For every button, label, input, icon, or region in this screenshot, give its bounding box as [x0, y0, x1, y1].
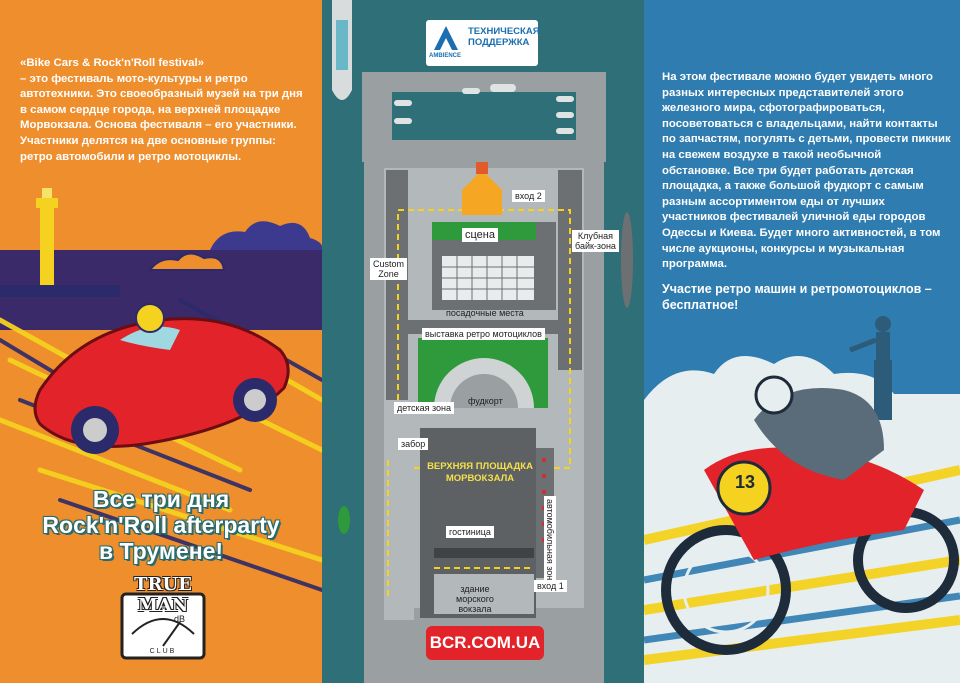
- custom-zone-line-2: Zone: [378, 269, 399, 279]
- right-panel: 13 На этом фестивале можно будет увидеть…: [644, 0, 960, 683]
- map-drawing: [322, 0, 644, 683]
- true-man-logo: TRUE MAN dB CLUB: [118, 574, 208, 662]
- stage-label: сцена: [462, 228, 498, 242]
- party-line-2: Rock'n'Roll afterparty: [42, 512, 280, 538]
- bike-zone-line-2: байк-зона: [575, 241, 616, 251]
- tech-support-title: ТЕХНИЧЕСКАЯ ПОДДЕРЖКА: [468, 26, 540, 48]
- lighthouse-icon: [40, 205, 54, 285]
- festival-details-text: На этом фестивале можно будет увидеть мн…: [662, 71, 951, 271]
- statue-icon: [874, 360, 892, 420]
- rider-icon: [754, 388, 884, 480]
- festival-details: На этом фестивале можно будет увидеть мн…: [662, 70, 952, 321]
- foodcourt-label: фудкорт: [468, 396, 503, 406]
- festival-map: AMBIENCE ТЕХНИЧЕСКАЯ ПОДДЕРЖКА вход 2 сц…: [322, 0, 644, 683]
- moto-wheel-front-icon: [661, 525, 791, 655]
- custom-zone-label: Custom Zone: [370, 258, 408, 280]
- party-line-3: в Трумене!: [98, 538, 224, 564]
- tech-line-2: ПОДДЕРЖКА: [468, 37, 530, 48]
- terminal-line-1: здание: [460, 584, 490, 594]
- seats-label: посадочные места: [446, 308, 524, 318]
- terminal-line-3: вокзала: [458, 604, 492, 614]
- free-participation-text: Участие ретро машин и ретромотоциклов – …: [662, 281, 932, 312]
- left-panel: «Bike Cars & Rock'n'Roll festival» – это…: [0, 0, 322, 683]
- true-man-club: CLUB: [149, 648, 177, 655]
- true-man-db: dB: [174, 614, 186, 624]
- afterparty-banner: Все три дня Rock'n'Roll afterparty в Тру…: [0, 486, 322, 564]
- race-number: 13: [734, 472, 756, 492]
- festival-description: – это фестиваль мото-культуры и ретро ав…: [20, 72, 303, 163]
- true-man-title: TRUE MAN: [134, 574, 192, 616]
- custom-zone-line-1: Custom: [373, 259, 405, 269]
- entrance-2-label: вход 2: [512, 190, 545, 202]
- car-illustration: [0, 188, 322, 592]
- moto-illustration: [644, 316, 960, 683]
- fence-label: забор: [398, 438, 429, 450]
- festival-title: «Bike Cars & Rock'n'Roll festival»: [20, 57, 204, 69]
- festival-intro: «Bike Cars & Rock'n'Roll festival» – это…: [20, 56, 310, 165]
- bike-zone-line-1: Клубная: [577, 231, 614, 241]
- party-line-1: Все три дня: [92, 486, 230, 512]
- upper-plaza-label: ВЕРХНЯЯ ПЛОЩАДКА МОРВОКЗАЛА: [422, 460, 538, 486]
- church-icon: [462, 170, 502, 215]
- entrance-1-label: вход 1: [534, 580, 567, 592]
- auto-zone-label: автомобильная зона: [544, 496, 556, 589]
- terminal-label: здание морского вокзала: [456, 584, 494, 614]
- tech-support-badge: AMBIENCE: [426, 20, 538, 66]
- terminal-line-2: морского: [456, 594, 494, 604]
- tech-line-1: ТЕХНИЧЕСКАЯ: [468, 26, 540, 37]
- hotel-label: гостиница: [446, 526, 494, 538]
- bike-zone-label: Клубная байк-зона: [572, 230, 619, 252]
- ambience-brand: AMBIENCE: [429, 53, 462, 59]
- website-link[interactable]: BCR.COM.UA: [426, 626, 544, 660]
- upper-plaza-line-2: МОРВОКЗАЛА: [445, 473, 515, 484]
- kids-zone-label: детская зона: [394, 402, 454, 414]
- upper-plaza-line-1: ВЕРХНЯЯ ПЛОЩАДКА: [427, 461, 533, 472]
- moto-expo-label: выставка ретро мотоциклов: [422, 328, 545, 340]
